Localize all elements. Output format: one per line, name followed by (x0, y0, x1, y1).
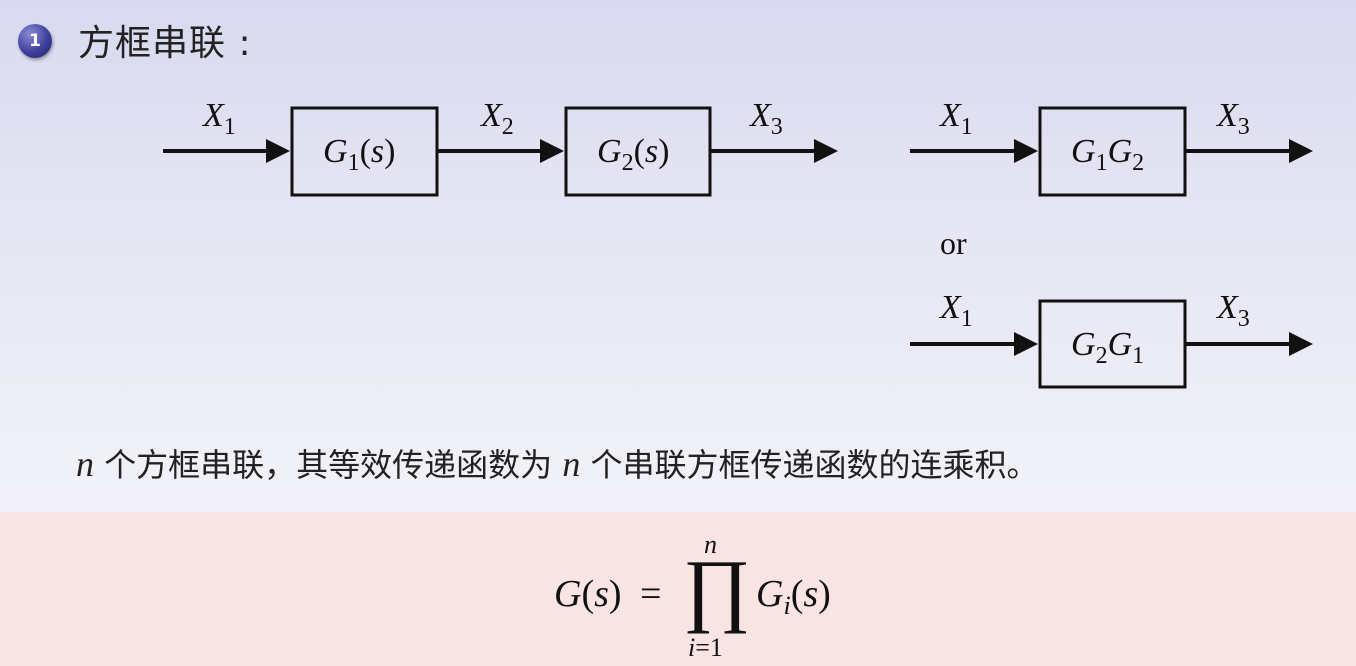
eq-a-output-arrowhead (1289, 139, 1313, 163)
note-text-2: 个串联方框传递函数的连乘积。 (580, 446, 1039, 484)
note-text-1: 个方框串联，其等效传递函数为 (94, 446, 563, 484)
bullet-number: 1 (18, 24, 52, 58)
label-or: or (940, 225, 967, 261)
formula-term: Gi(s) (756, 573, 831, 620)
formula-lhs: G(s) (554, 573, 622, 615)
note-var-n1: n (76, 444, 94, 484)
label-x3-series: X3 (748, 97, 783, 140)
eq-a-input-arrowhead (1014, 139, 1038, 163)
series-note: n 个方框串联，其等效传递函数为 n 个串联方框传递函数的连乘积。 (76, 440, 1039, 486)
formula-box (0, 512, 1356, 666)
label-g1g2: G1G2 (1071, 133, 1144, 176)
input-arrowhead (266, 139, 290, 163)
formula-upper-limit: n (704, 530, 717, 559)
label-x2-series: X2 (479, 97, 514, 140)
label-x3-eq-b: X3 (1215, 289, 1250, 332)
intermediate-arrowhead (540, 139, 564, 163)
output-arrowhead (814, 139, 838, 163)
formula-equals: = (640, 573, 661, 615)
eq-b-input-arrowhead (1014, 332, 1038, 356)
label-x1-eq-a: X1 (938, 97, 973, 140)
formula-lower-limit: i=1 (688, 633, 723, 662)
label-x1-series: X1 (201, 97, 236, 140)
formula-product: ∏ (683, 543, 751, 634)
section-heading: 方框串联 : (78, 23, 252, 64)
slide-body (0, 0, 1356, 512)
note-var-n2: n (562, 444, 581, 484)
label-x1-eq-b: X1 (938, 289, 973, 332)
label-g1s: G1(s) (323, 133, 395, 176)
label-x3-eq-a: X3 (1215, 97, 1250, 140)
eq-b-output-arrowhead (1289, 332, 1313, 356)
label-g2g1: G2G1 (1071, 326, 1144, 369)
label-g2s: G2(s) (597, 133, 669, 176)
